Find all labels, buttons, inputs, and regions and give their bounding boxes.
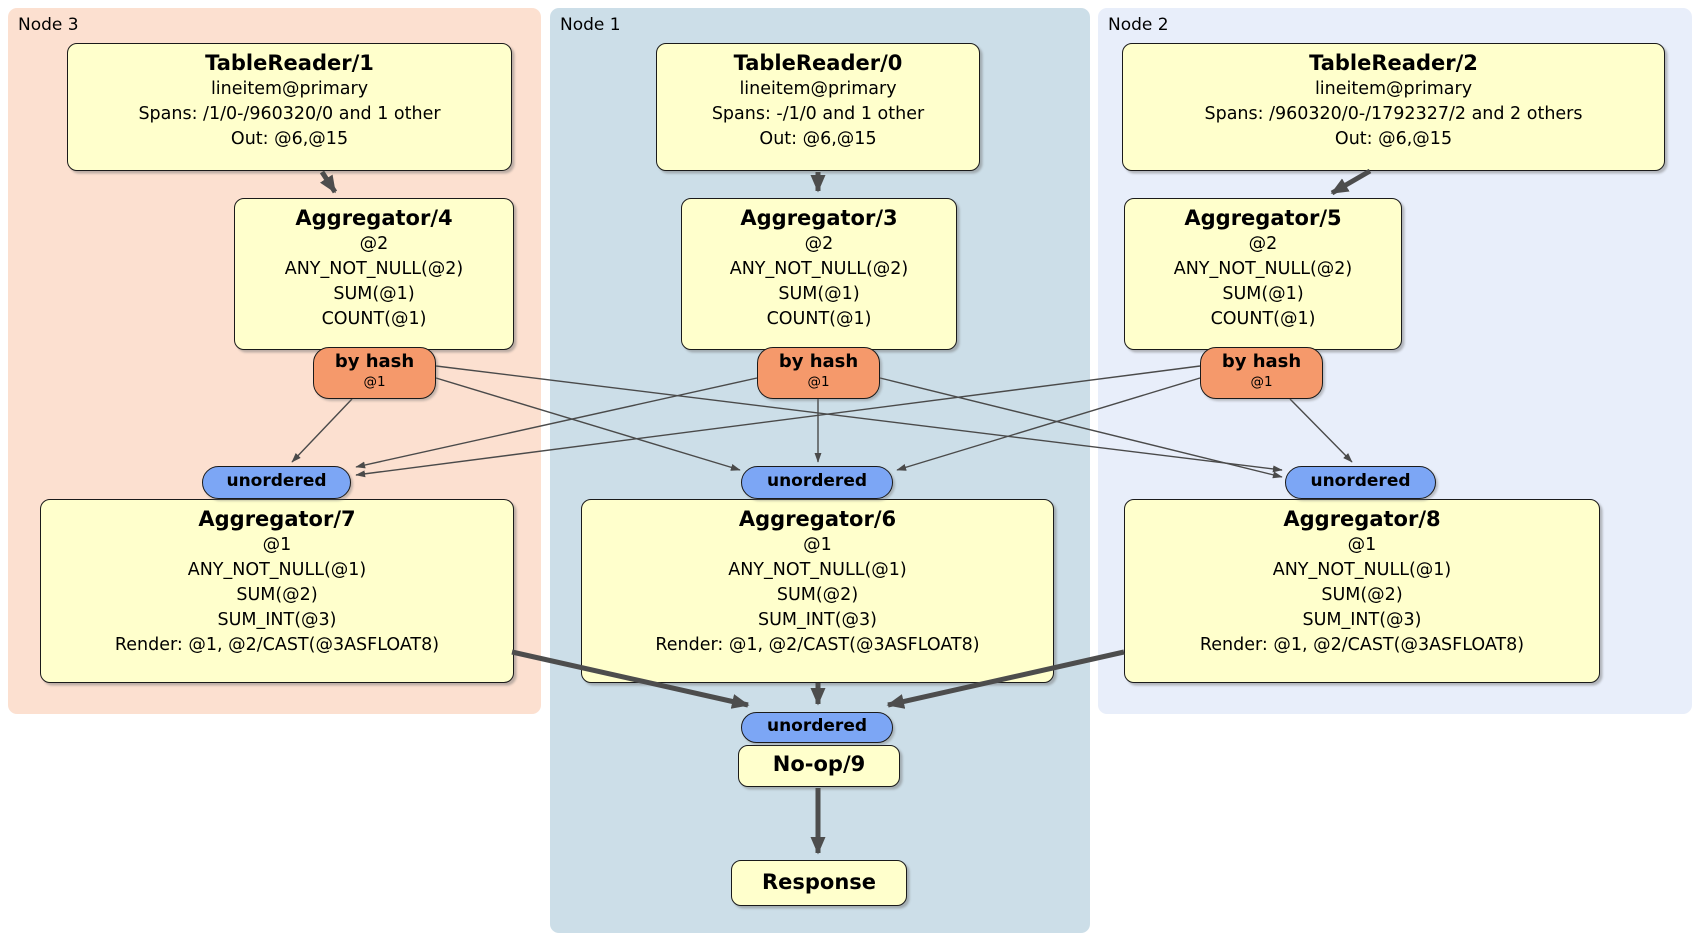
- node-detail: @2: [1248, 234, 1278, 254]
- node-detail: SUM(@2): [776, 585, 859, 605]
- router-by-hash-agg4: by hash @1: [313, 347, 436, 399]
- node-detail: ANY_NOT_NULL(@1): [1272, 560, 1452, 580]
- router-label: by hash: [778, 351, 859, 372]
- node-detail: COUNT(@1): [766, 309, 872, 329]
- node-detail: SUM(@1): [1222, 284, 1304, 304]
- node-title: TableReader/0: [733, 51, 903, 75]
- node-aggregator-4: Aggregator/4 @2 ANY_NOT_NULL(@2) SUM(@1)…: [234, 198, 514, 350]
- node-detail: ANY_NOT_NULL(@2): [1173, 259, 1353, 279]
- node-tablereader-2: TableReader/2 lineitem@primary Spans: /9…: [1122, 43, 1665, 171]
- node-detail: SUM_INT(@3): [217, 610, 337, 630]
- node-detail: Out: @6,@15: [230, 129, 349, 149]
- node-detail: @2: [359, 234, 389, 254]
- sync-unordered-noop: unordered: [741, 712, 893, 743]
- node-detail: SUM(@1): [778, 284, 860, 304]
- node-detail: Render: @1, @2/CAST(@3ASFLOAT8): [114, 635, 440, 655]
- node-detail: ANY_NOT_NULL(@2): [284, 259, 464, 279]
- region-node3-label: Node 3: [18, 15, 79, 35]
- node-detail: Out: @6,@15: [1334, 129, 1453, 149]
- node-response: Response: [731, 860, 907, 906]
- node-aggregator-5: Aggregator/5 @2 ANY_NOT_NULL(@2) SUM(@1)…: [1124, 198, 1402, 350]
- sync-unordered-agg6: unordered: [741, 466, 893, 499]
- router-label: by hash: [1221, 351, 1302, 372]
- node-detail: ANY_NOT_NULL(@2): [729, 259, 909, 279]
- node-detail: SUM(@2): [1321, 585, 1403, 605]
- node-aggregator-3: Aggregator/3 @2 ANY_NOT_NULL(@2) SUM(@1)…: [681, 198, 957, 350]
- node-detail: lineitem@primary: [1314, 79, 1473, 99]
- node-aggregator-8: Aggregator/8 @1 ANY_NOT_NULL(@1) SUM(@2)…: [1124, 499, 1600, 683]
- node-title: TableReader/1: [205, 51, 374, 75]
- region-node2-label: Node 2: [1108, 15, 1169, 35]
- node-detail: COUNT(@1): [321, 309, 427, 329]
- node-title: Aggregator/4: [295, 206, 453, 230]
- node-title: Aggregator/7: [198, 507, 356, 531]
- node-aggregator-6: Aggregator/6 @1 ANY_NOT_NULL(@1) SUM(@2)…: [581, 499, 1054, 683]
- router-by-hash-agg5: by hash @1: [1200, 347, 1323, 399]
- node-title: Response: [761, 870, 877, 894]
- node-detail: ANY_NOT_NULL(@1): [187, 560, 367, 580]
- node-title: TableReader/2: [1309, 51, 1478, 75]
- node-detail: Spans: -/1/0 and 1 other: [711, 104, 925, 124]
- node-tablereader-0: TableReader/0 lineitem@primary Spans: -/…: [656, 43, 980, 171]
- router-stream: @1: [1250, 374, 1273, 390]
- node-detail: @2: [804, 234, 834, 254]
- node-detail: @1: [262, 535, 292, 555]
- node-tablereader-1: TableReader/1 lineitem@primary Spans: /1…: [67, 43, 512, 171]
- node-detail: SUM(@1): [333, 284, 415, 304]
- node-detail: lineitem@primary: [210, 79, 369, 99]
- router-by-hash-agg3: by hash @1: [757, 347, 880, 399]
- node-detail: @1: [803, 535, 832, 555]
- sync-unordered-agg8: unordered: [1285, 466, 1436, 499]
- region-node1-label: Node 1: [560, 15, 621, 35]
- router-label: by hash: [334, 351, 415, 372]
- node-title: No-op/9: [772, 752, 866, 776]
- node-detail: ANY_NOT_NULL(@1): [728, 560, 907, 580]
- sync-unordered-agg7: unordered: [202, 466, 351, 499]
- node-detail: Spans: /960320/0-/1792327/2 and 2 others: [1204, 104, 1583, 124]
- node-title: Aggregator/3: [740, 206, 898, 230]
- node-detail: Spans: /1/0-/960320/0 and 1 other: [138, 104, 441, 124]
- node-detail: COUNT(@1): [1210, 309, 1316, 329]
- node-title: Aggregator/6: [738, 507, 897, 531]
- node-detail: SUM_INT(@3): [1302, 610, 1422, 630]
- node-aggregator-7: Aggregator/7 @1 ANY_NOT_NULL(@1) SUM(@2)…: [40, 499, 514, 683]
- node-detail: lineitem@primary: [739, 79, 897, 99]
- node-title: Aggregator/8: [1283, 507, 1441, 531]
- node-detail: Out: @6,@15: [759, 129, 877, 149]
- node-title: Aggregator/5: [1184, 206, 1342, 230]
- node-noop-9: No-op/9: [738, 745, 900, 787]
- node-detail: Render: @1, @2/CAST(@3ASFLOAT8): [655, 635, 980, 655]
- router-stream: @1: [807, 374, 830, 390]
- node-detail: @1: [1347, 535, 1377, 555]
- node-detail: SUM(@2): [236, 585, 318, 605]
- node-detail: Render: @1, @2/CAST(@3ASFLOAT8): [1199, 635, 1525, 655]
- node-detail: SUM_INT(@3): [758, 610, 877, 630]
- router-stream: @1: [363, 374, 386, 390]
